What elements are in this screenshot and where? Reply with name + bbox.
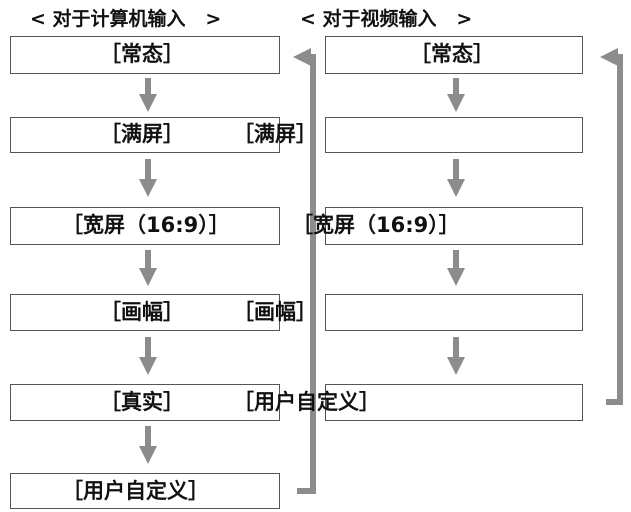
video-mode-label-normal: ［常态］: [410, 42, 494, 66]
video-mode-label-full: ［满屏］: [233, 122, 317, 146]
video-input-header: < 对于视频输入 >: [300, 8, 473, 30]
video-mode-box-zoom: [325, 294, 583, 331]
video-return-loop: [600, 48, 623, 405]
computer-mode-label-zoom: ［画幅］: [100, 300, 184, 324]
computer-mode-box-wide: [10, 207, 280, 245]
video-mode-box-normal: [325, 36, 583, 74]
computer-mode-box-real: [10, 384, 280, 421]
video-mode-label-user: ［用户自定义］: [233, 390, 380, 414]
computer-mode-label-normal: ［常态］: [100, 42, 184, 66]
computer-mode-label-user: ［用户自定义］: [62, 479, 209, 503]
video-mode-label-wide: ［宽屏（16:9）］: [292, 213, 460, 237]
computer-return-loop: [293, 48, 316, 494]
video-mode-box-user: [325, 384, 583, 421]
computer-mode-box-full: [10, 117, 280, 153]
computer-mode-box-user: [10, 473, 280, 509]
video-mode-box-wide: [325, 207, 583, 245]
computer-mode-label-full: ［满屏］: [100, 122, 184, 146]
video-mode-box-full: [325, 117, 583, 153]
video-mode-label-zoom: ［画幅］: [233, 300, 317, 324]
computer-mode-label-wide: ［宽屏（16:9）］: [62, 213, 230, 237]
computer-input-header: < 对于计算机输入 >: [30, 8, 222, 30]
computer-mode-label-real: ［真实］: [100, 390, 184, 414]
computer-mode-box-zoom: [10, 294, 280, 331]
computer-mode-box-normal: [10, 36, 280, 74]
